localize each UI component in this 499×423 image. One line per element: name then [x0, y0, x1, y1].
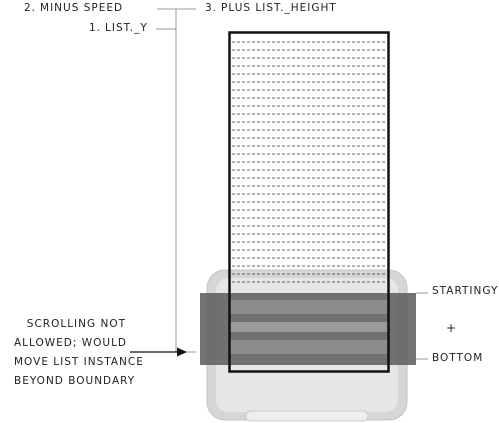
scrolling-caption: Scrolling not allowed; would move list i… [14, 315, 144, 391]
arrow-head [177, 347, 187, 357]
caption-line: move list instance [14, 356, 144, 368]
label-minus-speed-text: Minus speed [40, 2, 124, 14]
mask-row [230, 340, 388, 354]
label-bottom-text: Bottom [432, 352, 484, 364]
label-bottom: Bottom [432, 353, 483, 364]
label-minus-speed: 2.Minus speed [24, 3, 123, 14]
mask-row [230, 322, 388, 332]
label-list-y: 1.List._y [89, 23, 148, 34]
label-plus-height-num: 3. [205, 2, 218, 14]
caption-line: allowed; would [14, 337, 128, 349]
label-plus-height: 3.Plus list._height [205, 3, 337, 14]
label-list-y-num: 1. [89, 22, 102, 34]
label-starting-y-text: StartingY [432, 285, 499, 297]
label-plus-sign-text: + [446, 321, 458, 335]
label-minus-speed-num: 2. [24, 2, 37, 14]
label-plus-sign: + [446, 322, 457, 334]
list-instance-box [228, 31, 390, 373]
mask-row [230, 300, 388, 314]
label-plus-height-text: Plus list._height [221, 2, 337, 14]
caption-line: beyond boundary [14, 375, 136, 387]
list-rows [232, 41, 386, 283]
device-bottom-bezel [245, 410, 369, 422]
label-starting-y: StartingY [432, 286, 498, 297]
label-list-y-text: List._y [105, 22, 148, 34]
caption-line: Scrolling not [26, 318, 126, 330]
